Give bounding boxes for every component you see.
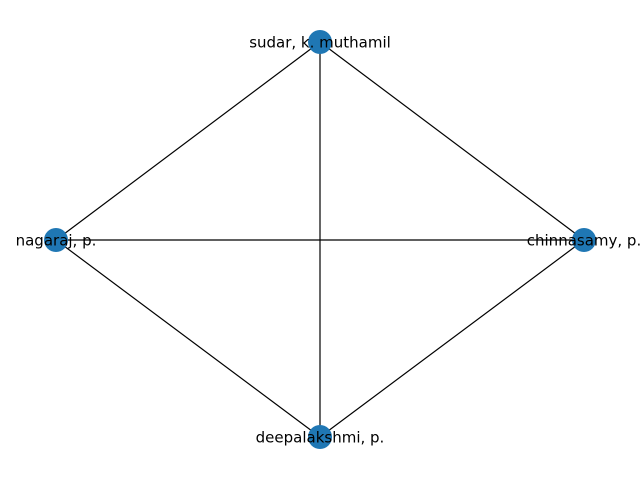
edge-right-bottom: [319, 239, 585, 438]
node-bottom: [308, 425, 332, 449]
labels-layer: sudar, k. muthamil chinnasamy, p. deepalak…: [16, 34, 640, 447]
edge-top-right: [319, 41, 585, 241]
node-label-bottom: deepalakshmi, p.: [256, 429, 385, 447]
node-label-left: nagaraj, p.: [16, 232, 97, 250]
node-label-right: chinnasamy, p.: [527, 232, 640, 250]
edge-top-left: [55, 41, 321, 241]
nodes-layer: [44, 30, 596, 449]
node-right: [572, 228, 596, 252]
edges-layer: [55, 41, 585, 438]
node-left: [44, 228, 68, 252]
node-label-top: sudar, k. muthamil: [249, 34, 391, 52]
edge-left-bottom: [55, 239, 321, 438]
node-top: [308, 30, 332, 54]
